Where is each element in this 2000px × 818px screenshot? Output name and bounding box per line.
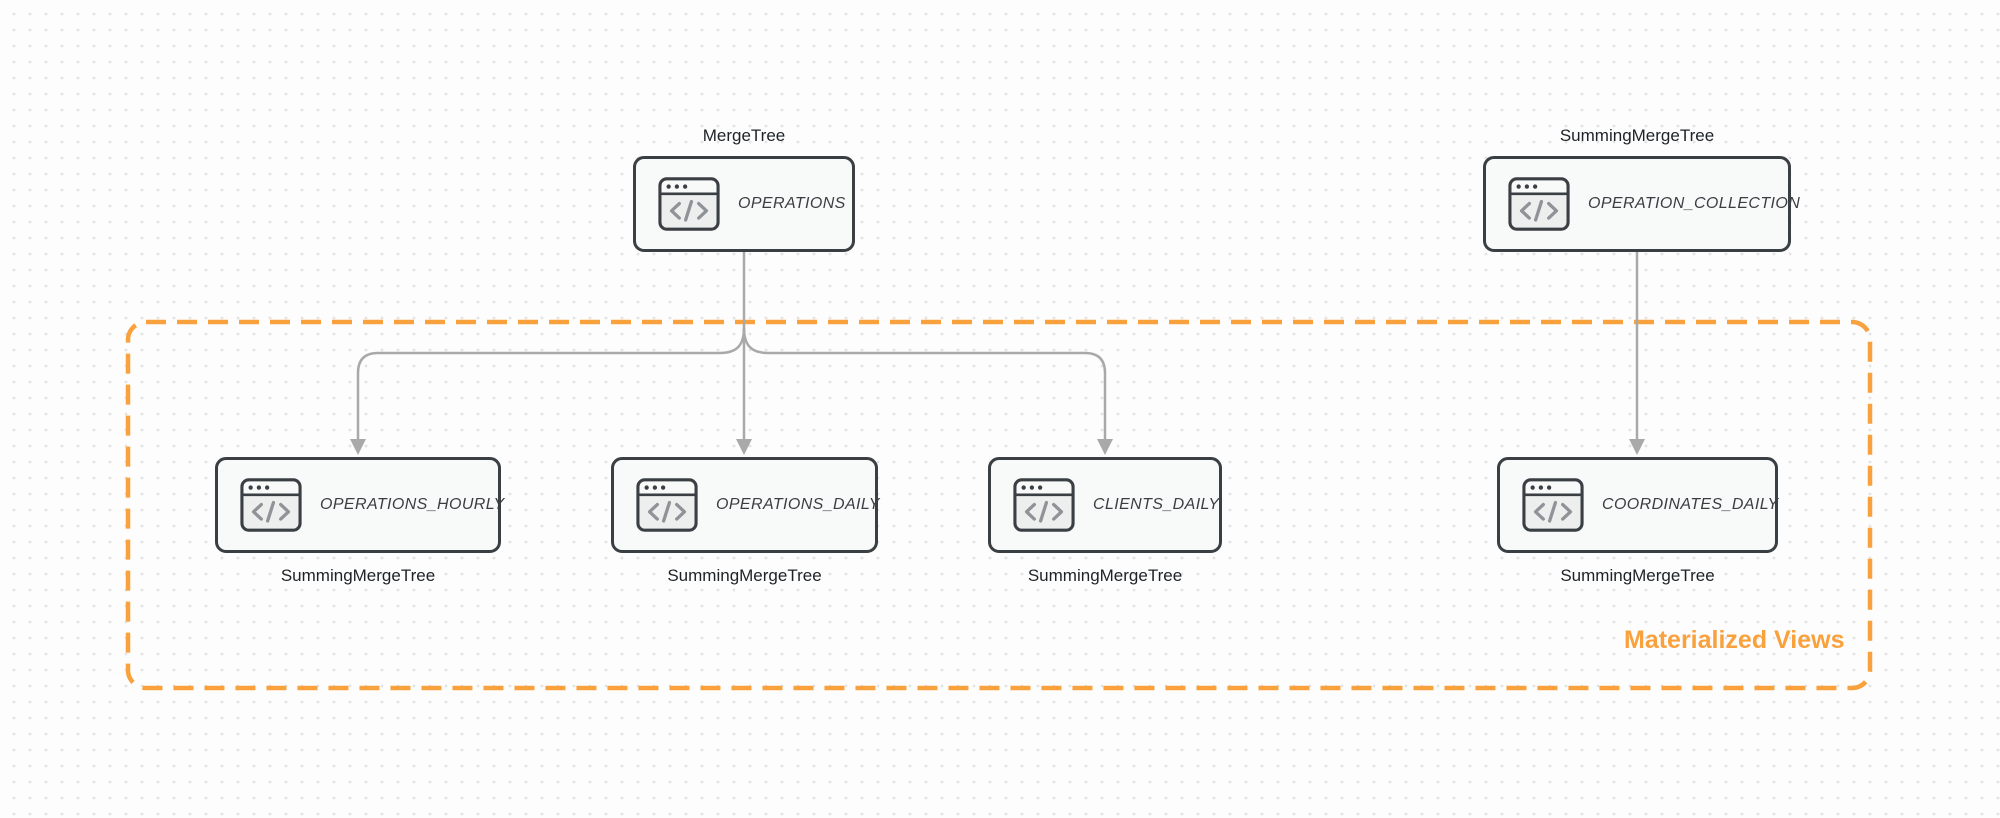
table-name: OPERATIONS_DAILY (716, 496, 880, 513)
engine-label: SummingMergeTree (1027, 566, 1183, 585)
node-clients-daily[interactable]: SummingMergeTree CLIENTS_DAILY (988, 457, 1222, 585)
node-operation-collection[interactable]: SummingMergeTree OPERATION_COLLECTION (1483, 126, 1800, 252)
code-window-icon (1508, 177, 1570, 231)
table-name: OPERATIONS_HOURLY (320, 496, 505, 513)
node-coordinates-daily[interactable]: SummingMergeTree COORDINATES_DAILY (1497, 457, 1779, 585)
code-window-icon (240, 478, 302, 532)
table-name: OPERATION_COLLECTION (1588, 195, 1801, 212)
arrowhead-icon (1097, 439, 1113, 455)
engine-label: SummingMergeTree (1559, 126, 1715, 145)
table-name: OPERATIONS (738, 195, 846, 212)
code-window-icon (636, 478, 698, 532)
edge-operations-to-operations-daily (736, 252, 752, 455)
code-window-icon (658, 177, 720, 231)
engine-label: MergeTree (702, 126, 786, 145)
arrowhead-icon (736, 439, 752, 455)
engine-label: SummingMergeTree (1560, 566, 1715, 585)
edge-operations-to-operations-hourly (350, 327, 746, 455)
engine-label: SummingMergeTree (667, 566, 822, 585)
arrowhead-icon (1629, 439, 1645, 455)
edge-operation-collection-to-coordinates-daily (1629, 252, 1645, 455)
edge-operations-to-clients-daily (742, 327, 1113, 455)
node-operations-daily[interactable]: SummingMergeTree OPERATIONS_DAILY (611, 457, 880, 585)
code-window-icon (1013, 478, 1075, 532)
materialized-views-label: Materialized Views (1624, 626, 1845, 654)
code-window-icon (1522, 478, 1584, 532)
table-name: CLIENTS_DAILY (1093, 496, 1220, 513)
table-name: COORDINATES_DAILY (1602, 496, 1779, 513)
node-operations[interactable]: MergeTree OPERATIONS (633, 126, 855, 252)
engine-label: SummingMergeTree (280, 566, 436, 585)
arrowhead-icon (350, 439, 366, 455)
node-operations-hourly[interactable]: SummingMergeTree OPERATIONS_HOURLY (215, 457, 504, 585)
